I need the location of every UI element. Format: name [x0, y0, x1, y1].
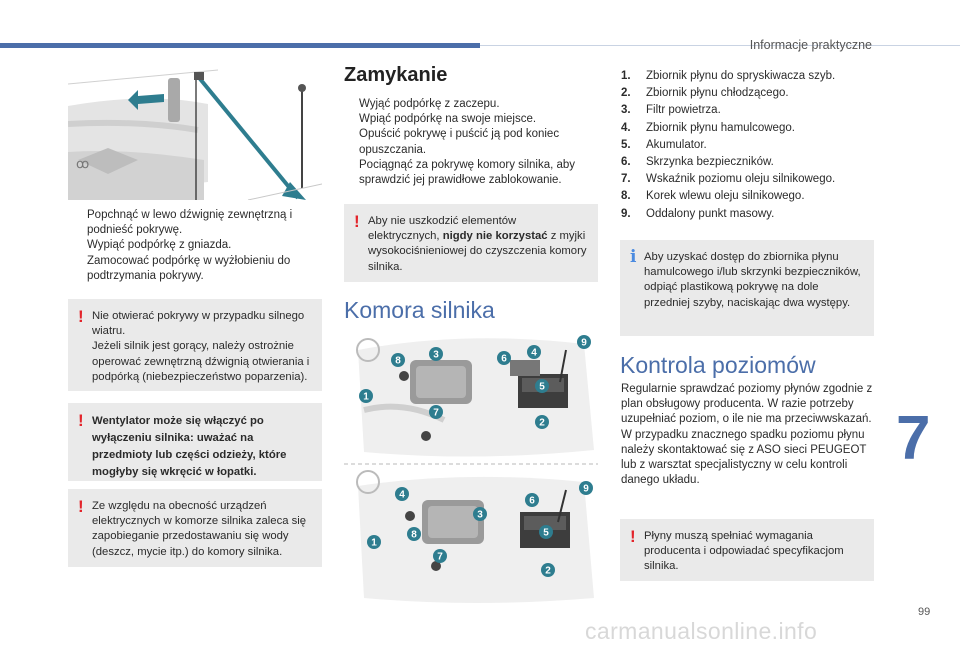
warning-icon: ! — [78, 411, 84, 430]
header-accent-bar — [0, 43, 480, 48]
header-divider — [480, 45, 960, 46]
list-item: 9.Oddalony punkt masowy. — [621, 207, 775, 220]
callout-number: 3 — [477, 510, 483, 521]
callout-badge — [473, 507, 487, 521]
engine-compartment-diagrams: 8 3 6 4 9 5 1 7 2 4 3 6 9 5 8 1 7 2 — [344, 335, 598, 603]
heading-closing: Zamykanie — [344, 64, 448, 86]
list-item: 6.Skrzynka bezpieczników. — [621, 156, 774, 169]
warning-box-water: ! Ze względu na obecność urządzeń elektr… — [68, 489, 322, 567]
callout-number: 8 — [411, 530, 417, 541]
callout-badge — [579, 481, 593, 495]
callout-badge — [395, 487, 409, 501]
list-item: 5.Akumulator. — [621, 138, 707, 151]
callout-number: 3 — [433, 350, 439, 361]
callout-badge — [539, 525, 553, 539]
list-item: 1.Zbiornik płynu do spryskiwacza szyb. — [621, 70, 836, 82]
info-icon: i — [630, 247, 637, 267]
warning-box-pressure-washer: ! Aby nie uszkodzić elementów elektryczn… — [344, 204, 598, 282]
callout-badge — [577, 335, 591, 349]
callout-badge — [429, 347, 443, 361]
open-steps-list: Popchnąć w lewo dźwignię zewnętrzną i po… — [72, 208, 317, 284]
callout-number: 1 — [371, 538, 377, 549]
list-item: Wypiąć podpórkę z gniazda. — [87, 239, 232, 252]
callout-badge — [407, 527, 421, 541]
callout-badge — [359, 389, 373, 403]
callout-number: 4 — [399, 490, 405, 501]
callout-number: 6 — [501, 354, 507, 365]
callout-badge — [525, 493, 539, 507]
list-item: 3.Filtr powietrza. — [621, 104, 721, 117]
warning-box-wind: ! Nie otwierać pokrywy w przypadku silne… — [68, 299, 322, 391]
warning-box-fluids: ! Płyny muszą spełniać wymagania produce… — [620, 519, 874, 581]
callout-number: 2 — [545, 566, 551, 577]
heading-engine-compartment: Komora silnika — [344, 297, 495, 323]
list-item: 2.Zbiornik płynu chłodzącego. — [621, 87, 789, 100]
callout-number: 7 — [437, 552, 443, 563]
callout-badge — [541, 563, 555, 577]
page-number: 99 — [918, 606, 931, 618]
callout-number: 8 — [395, 356, 401, 367]
warning-icon: ! — [630, 527, 636, 546]
callout-badge — [535, 379, 549, 393]
heading-level-check: Kontrola poziomów — [620, 352, 816, 378]
callout-badge — [497, 351, 511, 365]
hood-opening-illustration: ꝏ — [68, 64, 322, 200]
callout-number: 5 — [543, 528, 549, 539]
callout-badge — [535, 415, 549, 429]
callout-badge — [391, 353, 405, 367]
closing-steps-list: Wyjąć podpórkę z zaczepu. Wpiąć podpórkę… — [344, 97, 596, 188]
list-item: Zamocować podpórkę w wyżłobieniu do podt… — [87, 254, 291, 282]
watermark: carmanualsonline.info — [585, 618, 818, 644]
callout-number: 9 — [581, 338, 587, 349]
callout-badge — [527, 345, 541, 359]
callout-number: 9 — [583, 484, 589, 495]
list-item: Wpiąć podpórkę na swoje miejsce. — [359, 113, 537, 126]
warning-icon: ! — [78, 307, 84, 326]
list-item: Popchnąć w lewo dźwignię zewnętrzną i po… — [87, 209, 293, 237]
list-item: Pociągnąć za pokrywę komory silnika, aby… — [359, 158, 576, 187]
callout-badge — [367, 535, 381, 549]
callout-number: 1 — [363, 392, 369, 403]
list-item: 8.Korek wlewu oleju silnikowego. — [621, 190, 805, 203]
chapter-number: 7 — [896, 404, 931, 473]
components-list: 1.Zbiornik płynu do spryskiwacza szyb. 2… — [621, 68, 876, 223]
list-item: 7.Wskaźnik poziomu oleju silnikowego. — [621, 173, 836, 186]
list-item: 4.Zbiornik płynu hamulcowego. — [621, 121, 795, 134]
callout-number: 7 — [433, 408, 439, 419]
callout-badge — [429, 405, 443, 419]
list-item: Opuścić pokrywę i puścić ją pod koniec o… — [359, 128, 560, 156]
callout-number: 4 — [531, 348, 537, 359]
list-item: Wyjąć podpórkę z zaczepu. — [359, 98, 500, 110]
levels-paragraph: Regularnie sprawdzać poziomy płynów zgod… — [621, 383, 873, 487]
warning-box-fan: ! Wentylator może się włączyć po wyłącze… — [68, 403, 322, 481]
warning-icon: ! — [354, 212, 360, 231]
info-box-access: i Aby uzyskać dostęp do zbiornika płynu … — [620, 240, 874, 336]
warning-icon: ! — [78, 497, 84, 516]
callout-badge — [433, 549, 447, 563]
callout-number: 6 — [529, 496, 535, 507]
svg-text:ꝏ: ꝏ — [76, 156, 89, 171]
callout-number: 5 — [539, 382, 545, 393]
callout-number: 2 — [539, 418, 545, 429]
section-title: Informacje praktyczne — [749, 38, 872, 52]
